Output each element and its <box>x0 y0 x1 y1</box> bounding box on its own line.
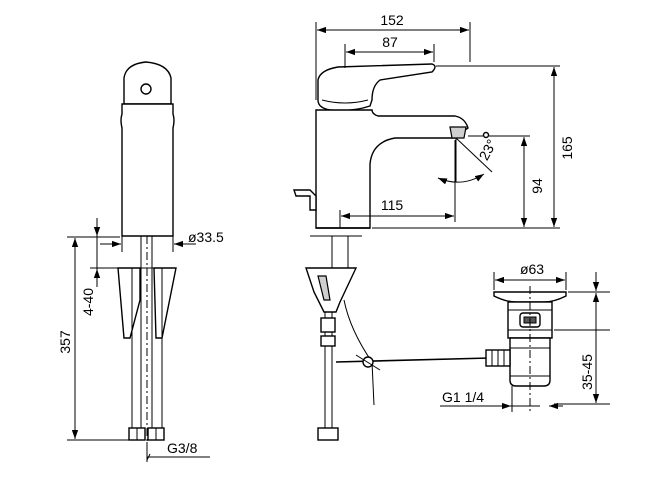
dim-diameter-63-label: ø63 <box>520 261 544 277</box>
dim-152-label: 152 <box>380 12 404 28</box>
dim-4-40-label: 4-40 <box>80 288 96 316</box>
dim-165-label: 165 <box>559 136 575 160</box>
front-view <box>117 61 177 460</box>
dim-diameter-33-5-label: ø33.5 <box>188 229 224 245</box>
front-dimensions: 357 4-40 ø33.5 G3/8 <box>57 218 224 462</box>
side-body <box>315 109 469 229</box>
front-fixing-clamp <box>117 267 141 339</box>
side-aerator <box>449 126 467 139</box>
side-popup-linkage <box>335 357 491 363</box>
dim-87-label: 87 <box>382 34 398 50</box>
dim-357-label: 357 <box>57 330 73 354</box>
front-handle-indicator <box>140 83 152 95</box>
front-handle <box>123 61 172 105</box>
dim-94-label: 94 <box>529 178 545 194</box>
dim-g1-1-4-label: G1 1/4 <box>442 389 484 405</box>
waste-view <box>485 286 567 414</box>
dim-115-label: 115 <box>381 197 404 213</box>
front-body <box>120 103 175 237</box>
side-fixing-clamp <box>305 267 358 313</box>
dim-angle-23-label: 23° <box>476 137 500 163</box>
side-popup-rod <box>293 189 317 211</box>
side-lever-handle <box>317 63 436 112</box>
side-view <box>293 63 491 441</box>
dim-g3-8-label: G3/8 <box>167 440 198 456</box>
dim-35-45-label: 35-45 <box>579 354 595 390</box>
waste-dimensions: ø63 35-45 G1 1/4 <box>440 261 610 412</box>
side-hose-nut <box>317 427 339 441</box>
